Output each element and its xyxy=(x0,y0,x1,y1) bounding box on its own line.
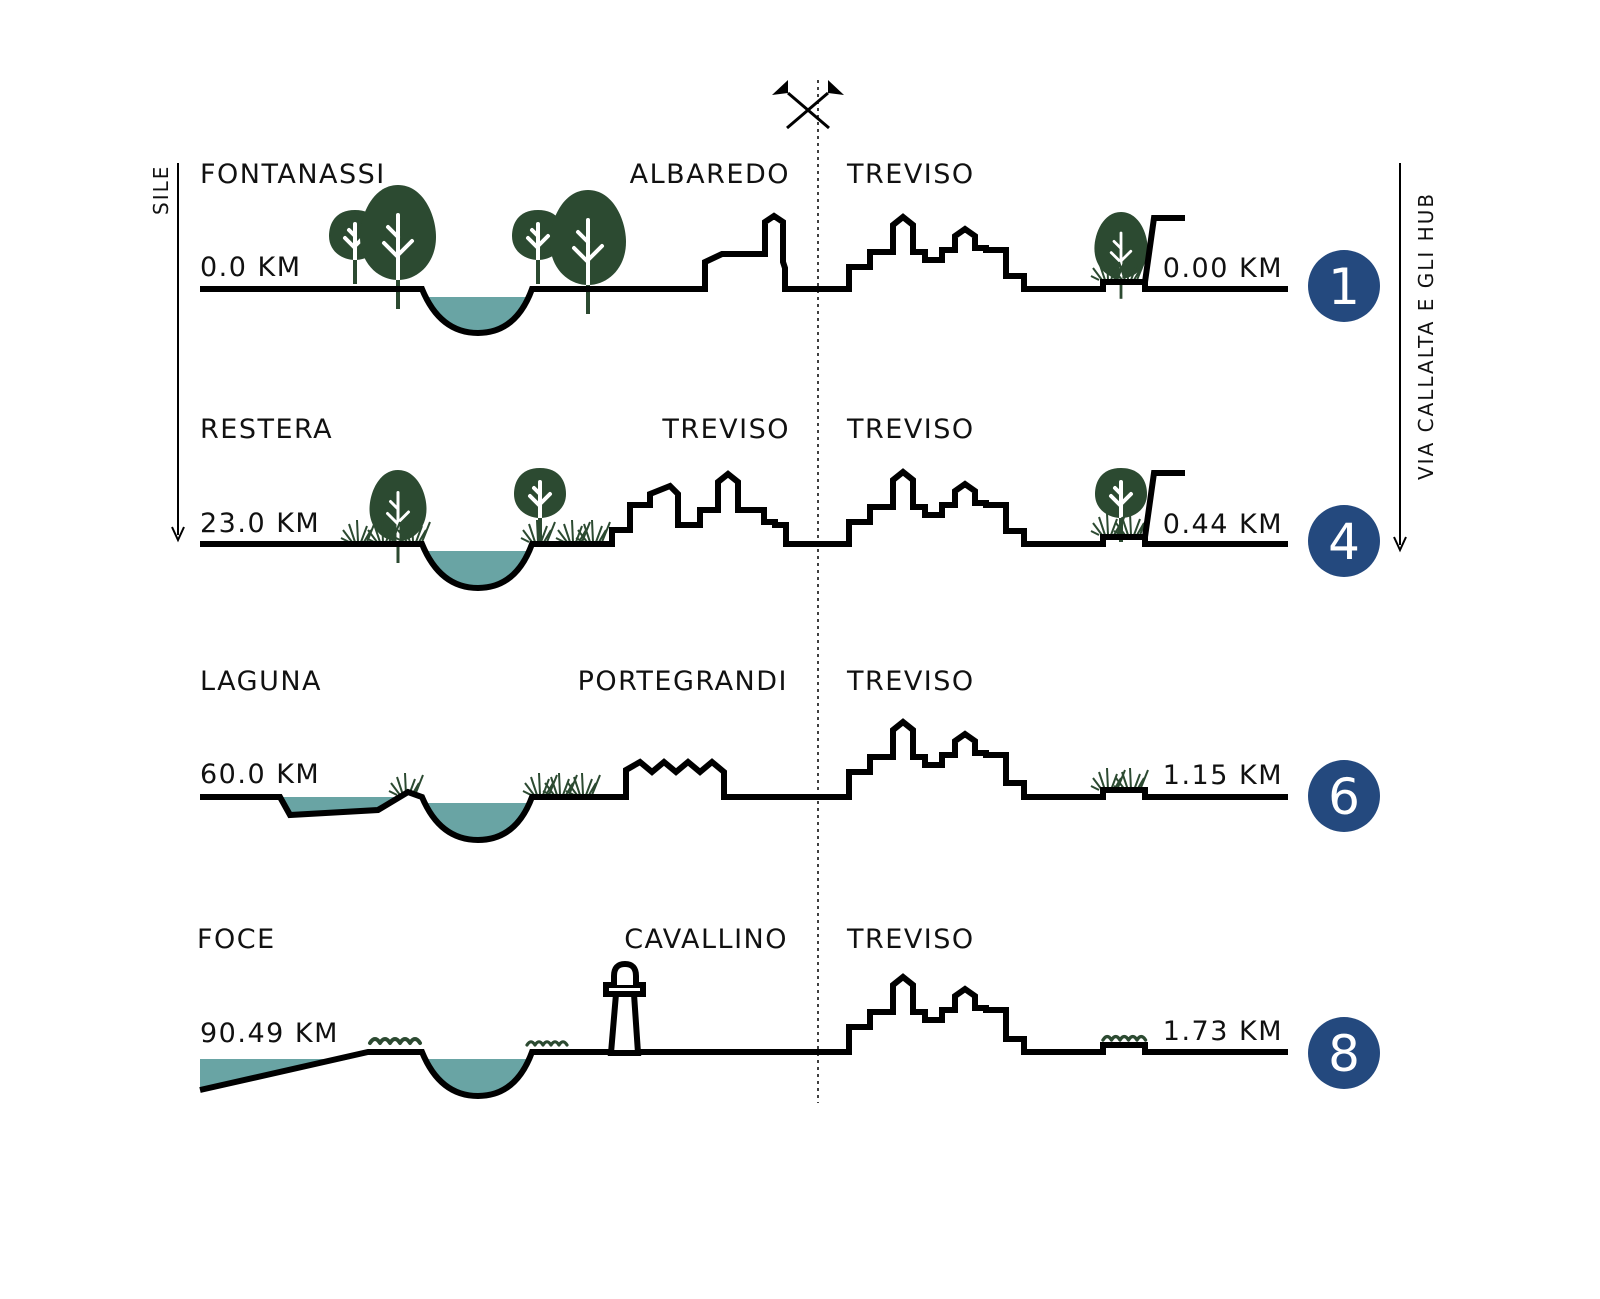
section-8: FOCE 90.49 KM CAVALLINO TREVISO 1.73 KM … xyxy=(197,924,1380,1100)
section-6-left-km: 60.0 KM xyxy=(200,759,320,790)
shrub-icon xyxy=(368,1037,422,1045)
section-1-right-km: 0.00 KM xyxy=(1163,253,1283,284)
right-axis: VIA CALLALTA E GLI HUB xyxy=(1393,163,1438,553)
section-1-road-edge xyxy=(1142,215,1185,283)
section-8-number: 8 xyxy=(1328,1025,1360,1083)
section-1: FONTANASSI 0.0 KM ALBAREDO TREVISO 0.00 … xyxy=(200,159,1380,337)
section-8-ground xyxy=(199,973,1288,1100)
shrub-icon xyxy=(525,1040,569,1047)
section-6: LAGUNA 60.0 KM PORTEGRANDI TREVISO 1.15 … xyxy=(200,666,1380,844)
section-1-left-place: FONTANASSI xyxy=(200,159,386,190)
section-4-right-km: 0.44 KM xyxy=(1163,509,1283,540)
section-8-right-km: 1.73 KM xyxy=(1163,1016,1283,1047)
shrub-icon xyxy=(1101,1034,1148,1042)
left-axis-label: SILE xyxy=(149,165,173,215)
section-6-ground xyxy=(200,718,1288,844)
section-8-right-place: TREVISO xyxy=(846,924,975,955)
section-1-badge: 1 xyxy=(1308,250,1380,322)
section-6-right-km: 1.15 KM xyxy=(1163,760,1283,791)
grass-icon xyxy=(520,519,556,543)
crossed-flags-icon xyxy=(772,80,844,130)
section-4: RESTERA 23.0 KM TREVISO TREVISO 0.44 KM … xyxy=(200,414,1380,592)
left-axis: SILE xyxy=(149,163,185,543)
right-axis-label: VIA CALLALTA E GLI HUB xyxy=(1414,192,1438,480)
section-4-middle-place: TREVISO xyxy=(661,414,790,445)
section-6-badge: 6 xyxy=(1308,760,1380,832)
section-8-left-km: 90.49 KM xyxy=(200,1018,339,1049)
section-6-left-place: LAGUNA xyxy=(200,666,322,697)
section-4-road-edge xyxy=(1142,470,1185,538)
section-4-right-place: TREVISO xyxy=(846,414,975,445)
section-6-lagoon xyxy=(280,797,400,815)
section-6-middle-place: PORTEGRANDI xyxy=(578,666,788,697)
section-1-middle-place: ALBAREDO xyxy=(630,159,790,190)
section-6-right-place: TREVISO xyxy=(846,666,975,697)
tree-icon xyxy=(368,468,428,565)
section-1-right-place: TREVISO xyxy=(846,159,975,190)
section-8-badge: 8 xyxy=(1308,1017,1380,1089)
section-4-badge: 4 xyxy=(1308,505,1380,577)
section-4-left-place: RESTERA xyxy=(200,414,333,445)
grass-icon xyxy=(1090,767,1126,791)
section-4-number: 4 xyxy=(1328,513,1360,571)
section-1-left-km: 0.0 KM xyxy=(200,252,302,283)
section-1-ground xyxy=(200,212,1288,337)
section-6-number: 6 xyxy=(1328,768,1360,826)
section-8-left-place: FOCE xyxy=(197,924,276,955)
section-8-middle-place: CAVALLINO xyxy=(624,924,788,955)
section-1-number: 1 xyxy=(1328,258,1360,316)
section-4-left-km: 23.0 KM xyxy=(200,508,320,539)
section-4-ground xyxy=(200,468,1288,592)
lighthouse-icon xyxy=(603,960,646,1056)
tree-icon xyxy=(548,188,628,316)
